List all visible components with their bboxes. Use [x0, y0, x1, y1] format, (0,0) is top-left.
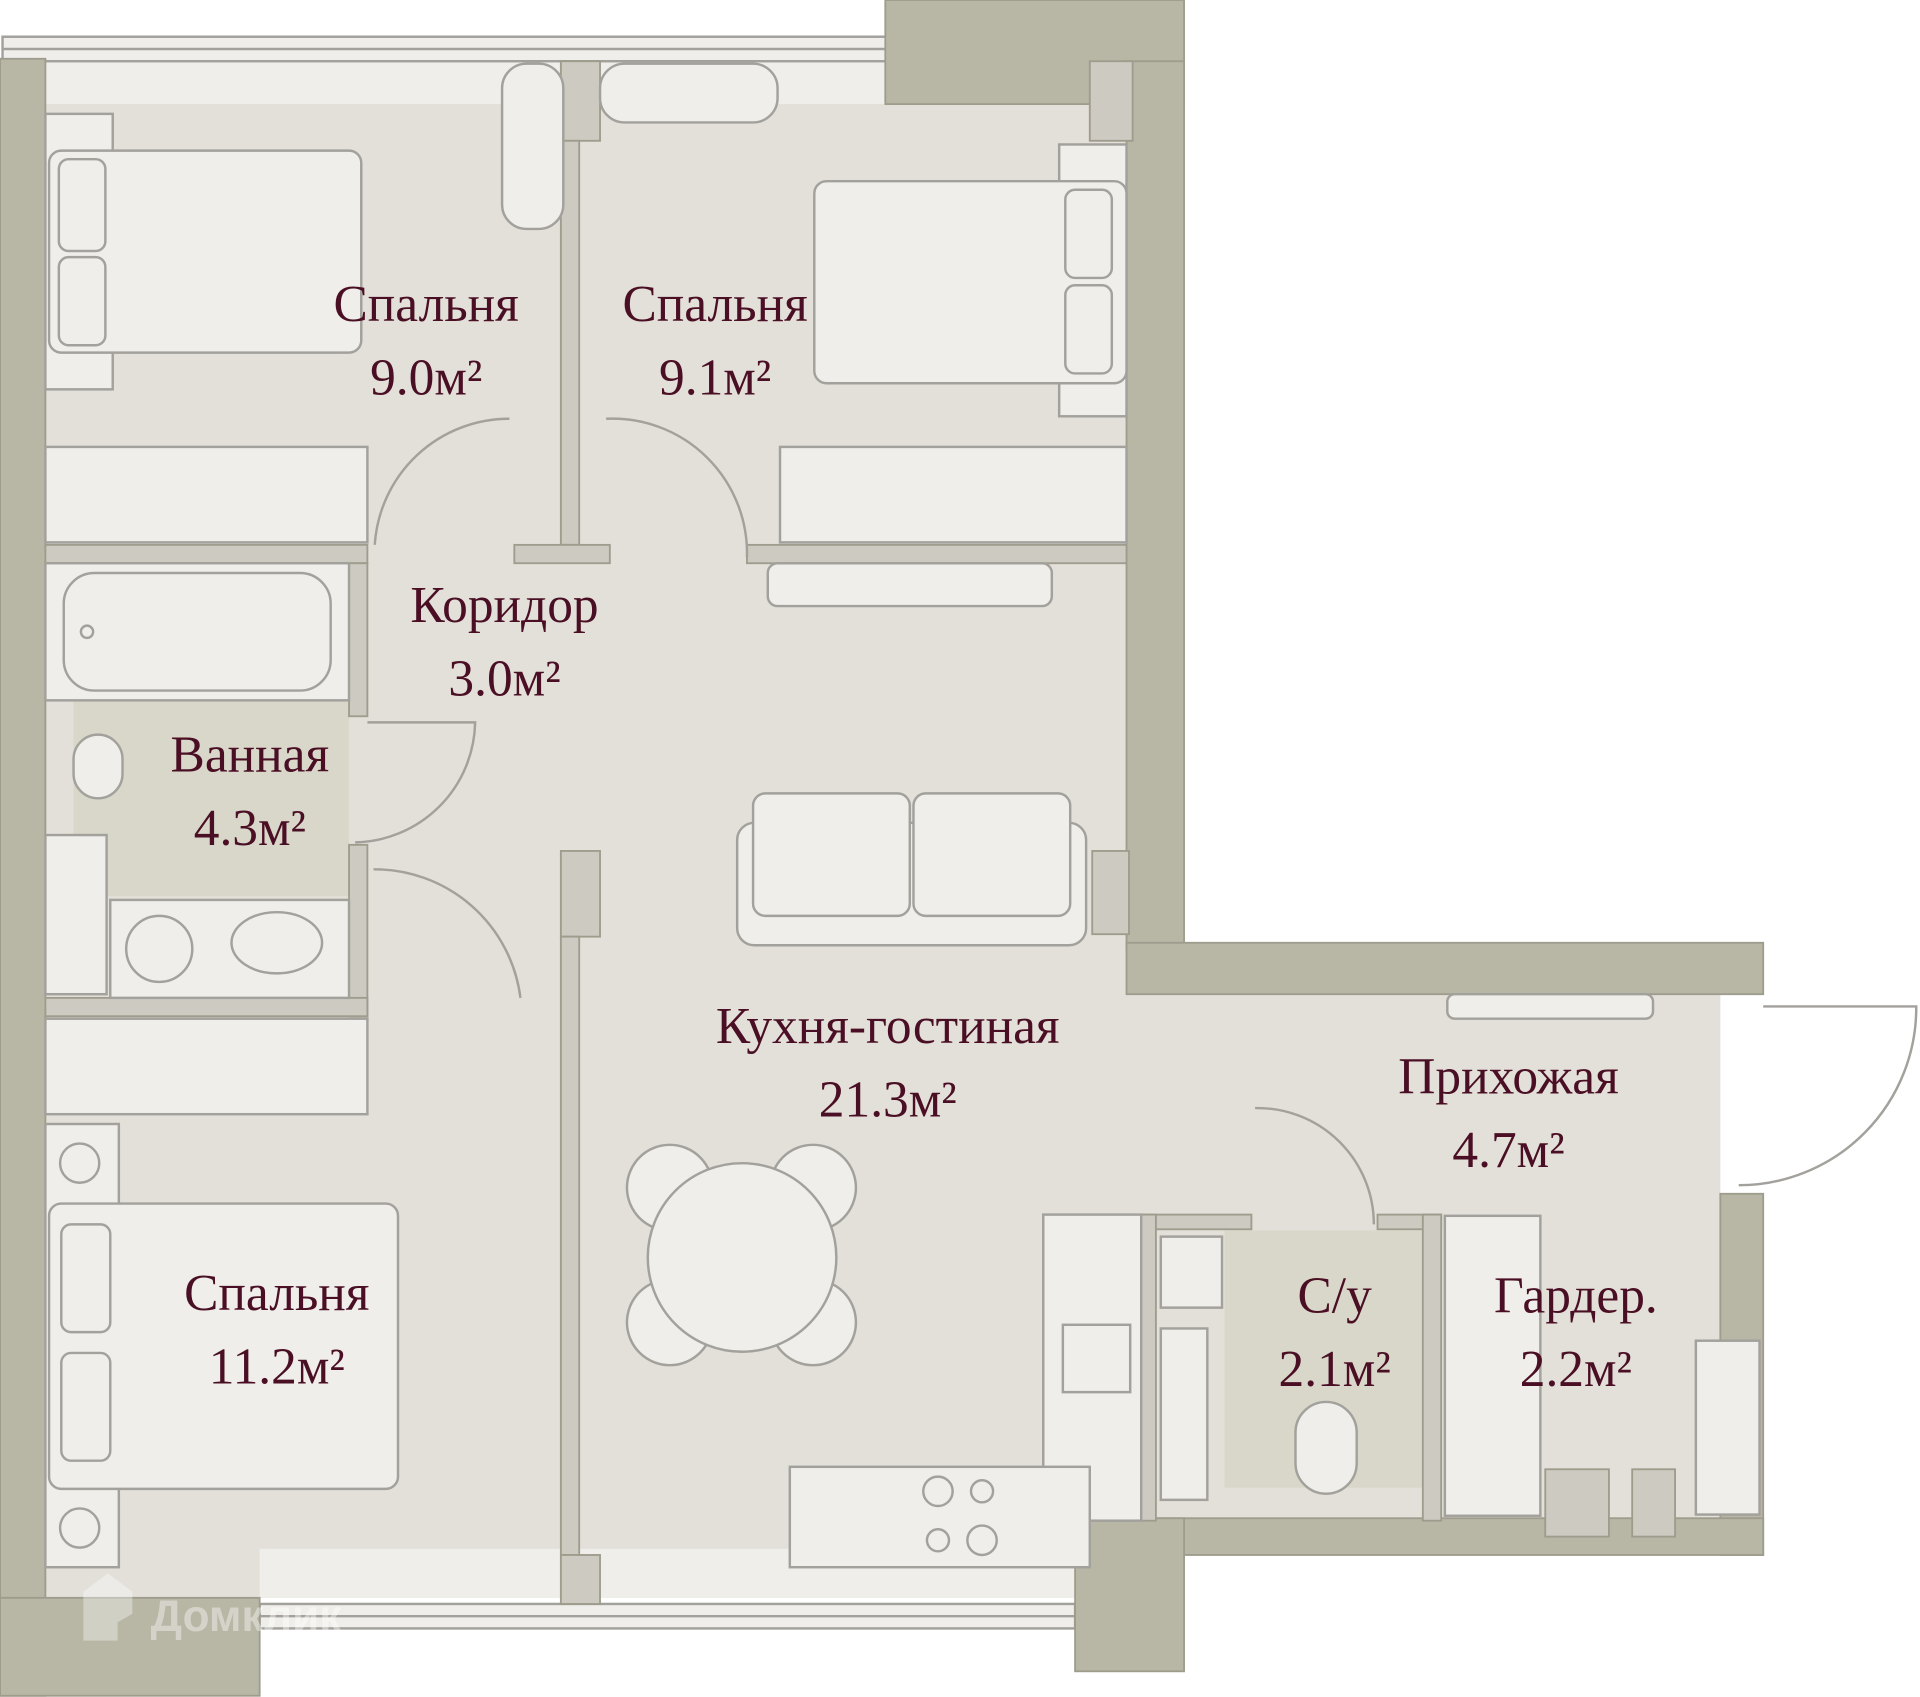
- room-area: 9.1м²: [659, 349, 771, 406]
- room-name: Спальня: [334, 276, 519, 333]
- room-labels: Спальня 9.0м² Спальня 9.1м² Коридор 3.0м…: [171, 276, 1658, 1398]
- room-area: 4.3м²: [194, 800, 306, 857]
- watermark-text: Домклик: [151, 1592, 343, 1641]
- room-area: 9.0м²: [370, 349, 482, 406]
- room-area: 2.1м²: [1279, 1341, 1391, 1398]
- room-name: Спальня: [184, 1265, 369, 1322]
- room-name: Гардер.: [1494, 1268, 1658, 1325]
- room-name: Прихожая: [1398, 1048, 1618, 1105]
- room-area: 4.7м²: [1452, 1122, 1564, 1179]
- room-name: Спальня: [622, 276, 807, 333]
- room-name: Кухня-гостиная: [716, 998, 1060, 1055]
- room-name: Коридор: [410, 577, 598, 634]
- windows: [1, 35, 1077, 1630]
- furniture: [44, 62, 1918, 1569]
- house-logo-icon: [83, 1573, 133, 1641]
- room-area: 3.0м²: [448, 650, 560, 707]
- inner-walls: [44, 60, 1443, 1605]
- room-name: Ванная: [171, 726, 330, 783]
- domclick-watermark: Домклик: [83, 1573, 342, 1641]
- room-area: 2.2м²: [1520, 1341, 1632, 1398]
- room-area: 11.2м²: [209, 1339, 345, 1396]
- room-area: 21.3м²: [819, 1072, 957, 1129]
- room-name: С/у: [1298, 1268, 1373, 1325]
